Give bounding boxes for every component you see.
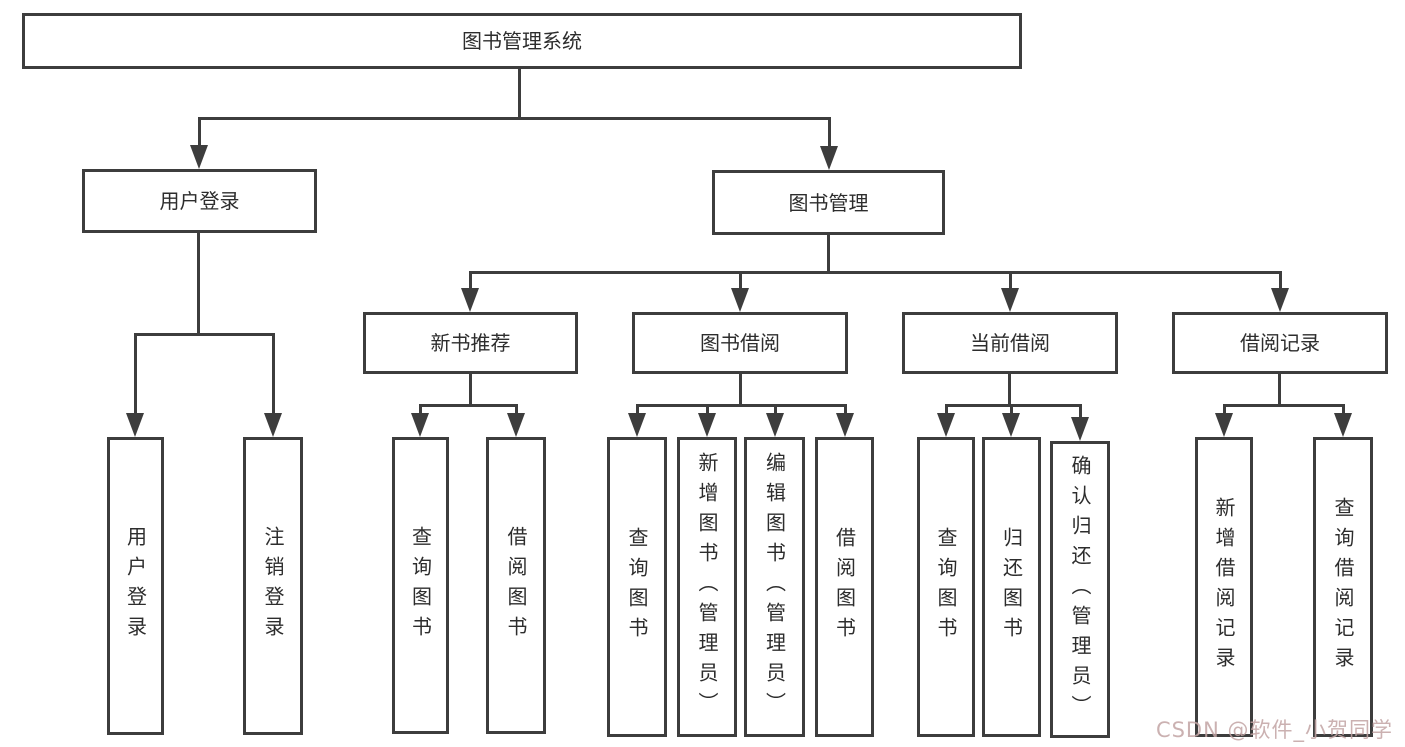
node-book-mgmt: 图书管理 xyxy=(712,170,945,235)
leaf-bb-borrow-books: 借阅图书 xyxy=(815,437,874,737)
leaf-cb-return-books-label: 归还图书 xyxy=(999,527,1024,647)
leaf-user-login: 用户登录 xyxy=(107,437,164,735)
connector-to-leaf xyxy=(1078,404,1082,417)
connector-to-leaf xyxy=(773,404,777,413)
leaf-bb-query-books: 查询图书 xyxy=(607,437,667,737)
arrow-down-icon xyxy=(264,413,282,437)
arrow-down-icon xyxy=(1071,417,1089,441)
arrow-down-icon xyxy=(190,145,208,169)
connector-to-new-book-rec xyxy=(468,271,472,288)
leaf-bb-query-books-label: 查询图书 xyxy=(625,527,649,647)
node-user-login: 用户登录 xyxy=(82,169,317,233)
leaf-logout: 注销登录 xyxy=(243,437,303,735)
connector-new-book-rec-stem xyxy=(468,374,472,406)
arrow-down-icon xyxy=(628,413,646,437)
node-borrow-record-label: 借阅记录 xyxy=(1240,331,1320,355)
leaf-cb-query-books: 查询图书 xyxy=(917,437,975,737)
leaf-rec-borrow-books-label: 借阅图书 xyxy=(504,525,528,646)
leaf-br-query-record: 查询借阅记录 xyxy=(1313,437,1373,737)
leaf-bb-borrow-books-label: 借阅图书 xyxy=(832,527,857,647)
connector-borrow-record-rail xyxy=(1222,404,1344,407)
connector-to-leaf xyxy=(1222,404,1226,413)
connector-root-to-user-login xyxy=(197,117,201,145)
connector-to-leaf xyxy=(944,404,948,413)
leaf-cb-confirm-return-admin-label: 确认归还（管理员） xyxy=(1068,454,1092,725)
connector-to-borrow-record xyxy=(1278,271,1282,288)
connector-to-book-borrow xyxy=(738,271,742,288)
arrow-down-icon xyxy=(507,413,525,437)
connector-book-borrow-stem xyxy=(738,374,742,406)
connector-to-leaf xyxy=(418,404,422,413)
connector-to-leaf xyxy=(1009,404,1013,413)
leaf-rec-query-books: 查询图书 xyxy=(392,437,449,734)
node-root: 图书管理系统 xyxy=(22,13,1022,69)
arrow-down-icon xyxy=(1001,288,1019,312)
connector-root-to-book-mgmt xyxy=(827,117,831,146)
arrow-down-icon xyxy=(766,413,784,437)
node-new-book-rec: 新书推荐 xyxy=(363,312,578,374)
connector-to-leaf-logout xyxy=(271,333,275,413)
arrow-down-icon xyxy=(126,413,144,437)
connector-user-login-rail xyxy=(133,333,275,336)
leaf-user-login-label: 用户登录 xyxy=(123,526,148,646)
arrow-down-icon xyxy=(1002,413,1020,437)
connector-root-stem xyxy=(517,68,521,118)
leaf-bb-add-books-admin-label: 新增图书（管理员） xyxy=(695,452,719,722)
node-book-borrow-label: 图书借阅 xyxy=(700,331,780,355)
connector-book-borrow-rail xyxy=(635,404,846,407)
connector-to-leaf xyxy=(514,404,518,413)
node-root-label: 图书管理系统 xyxy=(462,29,582,53)
node-current-borrow: 当前借阅 xyxy=(902,312,1118,374)
connector-to-leaf xyxy=(635,404,639,413)
leaf-bb-add-books-admin: 新增图书（管理员） xyxy=(677,437,737,737)
leaf-rec-borrow-books: 借阅图书 xyxy=(486,437,546,734)
node-current-borrow-label: 当前借阅 xyxy=(970,331,1050,355)
connector-to-leaf xyxy=(843,404,847,413)
arrow-down-icon xyxy=(937,413,955,437)
node-borrow-record: 借阅记录 xyxy=(1172,312,1388,374)
leaf-rec-query-books-label: 查询图书 xyxy=(408,525,433,646)
leaf-logout-label: 注销登录 xyxy=(261,526,285,646)
leaf-cb-confirm-return-admin: 确认归还（管理员） xyxy=(1050,441,1110,738)
leaf-bb-edit-books-admin: 编辑图书（管理员） xyxy=(744,437,805,737)
connector-root-rail xyxy=(197,117,831,120)
connector-to-leaf-user-login xyxy=(133,333,137,413)
connector-current-borrow-stem xyxy=(1007,374,1011,406)
connector-to-leaf xyxy=(1341,404,1345,413)
arrow-down-icon xyxy=(411,413,429,437)
arrow-down-icon xyxy=(820,146,838,170)
arrow-down-icon xyxy=(1215,413,1233,437)
connector-to-current-borrow xyxy=(1008,271,1012,288)
leaf-cb-query-books-label: 查询图书 xyxy=(934,527,958,647)
leaf-br-query-record-label: 查询借阅记录 xyxy=(1331,497,1355,677)
node-new-book-rec-label: 新书推荐 xyxy=(430,331,511,355)
connector-borrow-record-stem xyxy=(1277,374,1281,406)
arrow-down-icon xyxy=(1271,288,1289,312)
leaf-bb-edit-books-admin-label: 编辑图书（管理员） xyxy=(762,452,787,722)
connector-book-mgmt-stem xyxy=(826,235,830,274)
arrow-down-icon xyxy=(1334,413,1352,437)
connector-current-borrow-rail xyxy=(944,404,1081,407)
arrow-down-icon xyxy=(731,288,749,312)
leaf-br-add-record-label: 新增借阅记录 xyxy=(1212,497,1236,677)
connector-new-book-rec-rail xyxy=(418,404,517,407)
node-book-borrow: 图书借阅 xyxy=(632,312,848,374)
arrow-down-icon xyxy=(698,413,716,437)
connector-book-mgmt-rail xyxy=(468,271,1281,274)
node-book-mgmt-label: 图书管理 xyxy=(788,190,869,215)
connector-to-leaf xyxy=(705,404,709,413)
arrow-down-icon xyxy=(461,288,479,312)
connector-user-login-stem xyxy=(196,233,200,335)
node-user-login-label: 用户登录 xyxy=(159,189,240,213)
arrow-down-icon xyxy=(836,413,854,437)
leaf-br-add-record: 新增借阅记录 xyxy=(1195,437,1253,737)
leaf-cb-return-books: 归还图书 xyxy=(982,437,1041,737)
